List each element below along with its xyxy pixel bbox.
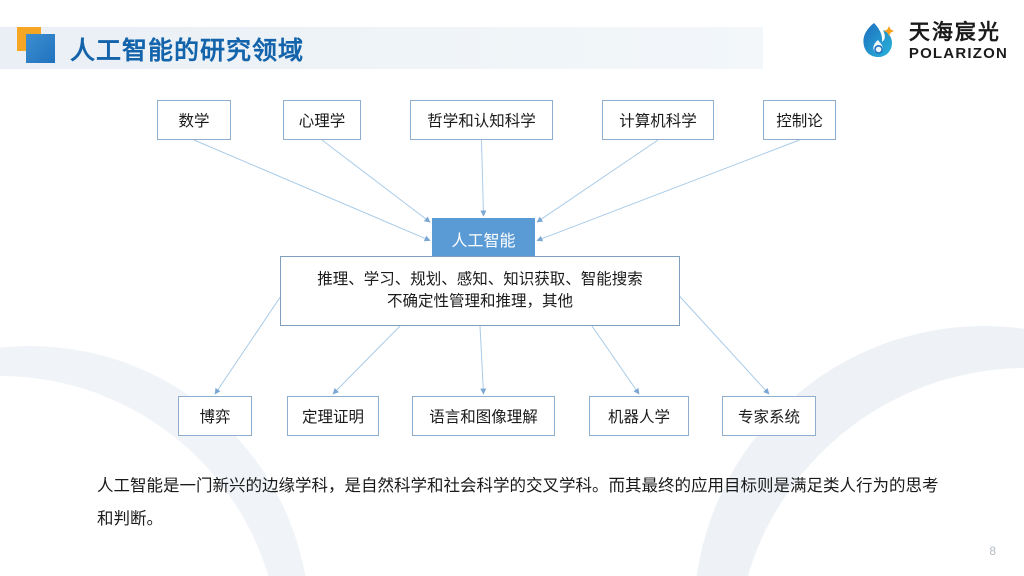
connector-application-3 <box>591 325 640 395</box>
diagram-node-source-3[interactable]: 计算机科学 <box>602 100 714 140</box>
page-title: 人工智能的研究领域 <box>70 37 305 65</box>
body-paragraph: 人工智能是一门新兴的边缘学科，是自然科学和社会科学的交叉学科。而其最终的应用目标… <box>97 477 939 528</box>
title-band <box>0 27 763 69</box>
brand-logo: 天海宸光 POLARIZON <box>858 20 1008 62</box>
diagram-node-application-3[interactable]: 机器人学 <box>589 396 689 436</box>
diagram-node-source-1[interactable]: 心理学 <box>283 100 361 140</box>
node-label: 控制论 <box>776 113 823 130</box>
connector-application-0 <box>214 294 283 395</box>
diagram-node-application-0[interactable]: 博弈 <box>178 396 252 436</box>
node-label: 博弈 <box>199 409 231 426</box>
node-label: 人工智能 <box>451 232 516 250</box>
node-label: 专家系统 <box>737 409 800 426</box>
logo-chinese-name: 天海宸光 <box>908 20 1001 44</box>
node-label: 定理证明 <box>301 409 364 426</box>
diagram-node-source-0[interactable]: 数学 <box>157 100 231 140</box>
diagram-node-source-4[interactable]: 控制论 <box>763 100 836 140</box>
node-label: 数学 <box>178 113 210 130</box>
diagram-node-source-2[interactable]: 哲学和认知科学 <box>410 100 553 140</box>
node-label: 机器人学 <box>607 409 670 426</box>
diagram-node-center[interactable]: 人工智能 <box>432 218 535 259</box>
node-label: 计算机科学 <box>619 113 697 130</box>
connector-application-4 <box>677 294 770 395</box>
page-number: 8 <box>989 544 996 558</box>
connector-source-2 <box>480 139 487 217</box>
node-label: 哲学和认知科学 <box>427 113 536 130</box>
logo-text: 天海宸光 POLARIZON <box>909 22 1008 61</box>
node-label: 心理学 <box>298 113 346 130</box>
desc-line-2: 不确定性管理和推理，其他 <box>386 293 573 310</box>
diagram-node-application-2[interactable]: 语言和图像理解 <box>412 396 555 436</box>
blue-square-icon <box>26 34 55 63</box>
diagram-node-capabilities[interactable]: 推理、学习、规划、感知、知识获取、智能搜索不确定性管理和推理，其他 <box>280 256 680 326</box>
connector-application-1 <box>332 325 401 395</box>
diagram-node-application-1[interactable]: 定理证明 <box>287 396 379 436</box>
connector-application-2 <box>479 325 487 395</box>
connector-source-3 <box>536 139 659 223</box>
logo-english-name: POLARIZON <box>908 44 1008 62</box>
diagram-node-application-4[interactable]: 专家系统 <box>722 396 816 436</box>
node-label: 语言和图像理解 <box>429 409 538 426</box>
connector-source-0 <box>193 139 431 242</box>
connector-source-1 <box>321 139 431 223</box>
desc-line-1: 推理、学习、规划、感知、知识获取、智能搜索 <box>317 271 643 288</box>
flame-logo-icon <box>858 20 900 62</box>
connector-source-4 <box>536 139 800 242</box>
